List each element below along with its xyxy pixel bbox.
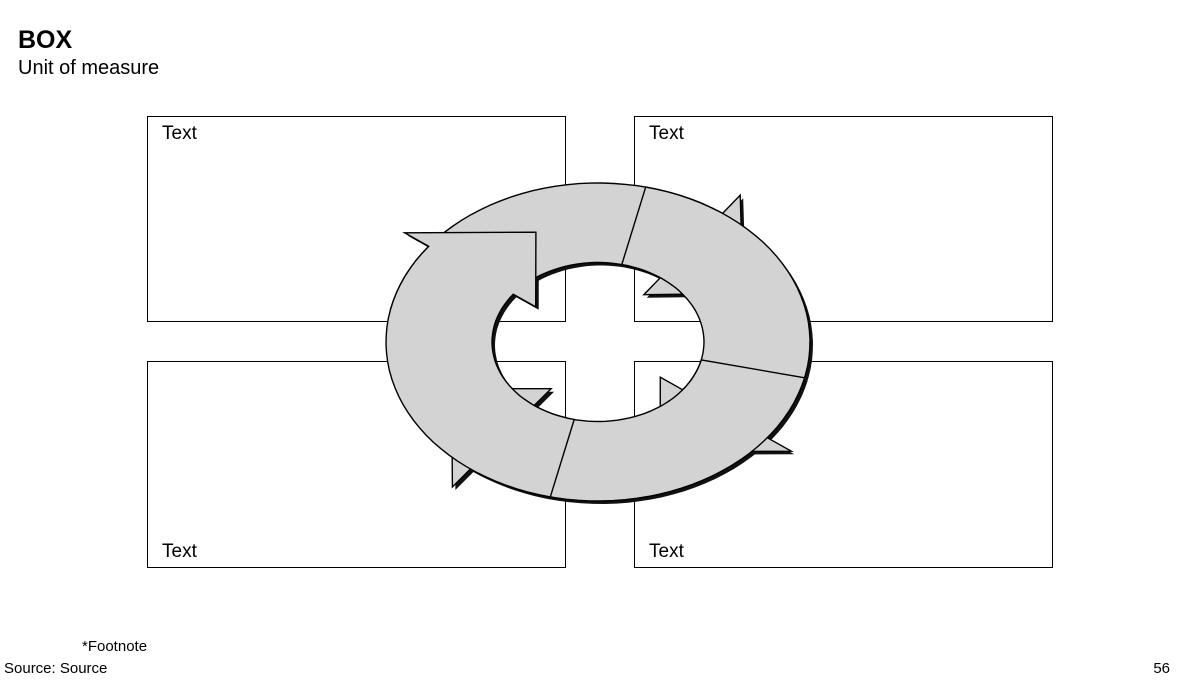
page-subtitle: Unit of measure	[18, 57, 160, 79]
cycle-arrow-left-up	[385, 231, 576, 498]
source-note: Source: Source	[4, 660, 108, 677]
box-bottom-left-label: Text	[162, 541, 197, 562]
box-top-right-label: Text	[649, 123, 684, 144]
footnote: *Footnote	[82, 638, 148, 655]
box-top-left-label: Text	[162, 123, 197, 144]
box-bottom-right-label: Text	[649, 541, 684, 562]
page-number: 56	[1153, 660, 1170, 677]
page-title: BOX	[18, 26, 73, 54]
